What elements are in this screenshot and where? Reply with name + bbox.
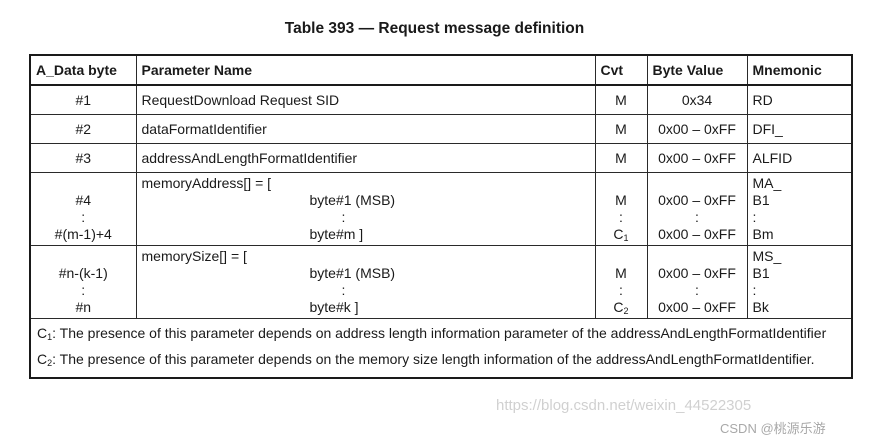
cell-cvt: M bbox=[594, 84, 648, 115]
mn-head: MS_ bbox=[752, 248, 782, 264]
byte-first: #4 bbox=[75, 192, 92, 208]
byte-dots: : bbox=[81, 209, 86, 225]
byte-first: #n-(k-1) bbox=[58, 265, 108, 281]
mn-head: MA_ bbox=[752, 175, 782, 191]
name-dots: : bbox=[341, 209, 346, 225]
note-c1: C1: The presence of this parameter depen… bbox=[37, 325, 827, 342]
cell-name: memorySize[] = [ byte#1 (MSB) : byte#k ] bbox=[135, 245, 596, 319]
notes-cell: C1: The presence of this parameter depen… bbox=[29, 318, 853, 379]
cell-value: 0x00 – 0xFF : 0x00 – 0xFF bbox=[646, 172, 748, 246]
name-dots: : bbox=[341, 282, 346, 298]
request-message-table: A_Data byte Parameter Name Cvt Byte Valu… bbox=[29, 54, 853, 379]
byte-dots: : bbox=[81, 282, 86, 298]
cell-value: 0x00 – 0xFF bbox=[646, 143, 748, 173]
cell-mnemonic: ALFID bbox=[746, 143, 853, 173]
value-first: 0x00 – 0xFF bbox=[658, 192, 736, 208]
value-last: 0x00 – 0xFF bbox=[658, 226, 736, 242]
cell-cvt: M : C1 bbox=[594, 172, 648, 246]
cell-name: dataFormatIdentifier bbox=[135, 114, 596, 144]
mn-first: B1 bbox=[752, 192, 770, 208]
table-row-memory-size: #n-(k-1) : #n memorySize[] = [ byte#1 (M… bbox=[29, 245, 853, 319]
value-dots: : bbox=[695, 282, 699, 298]
note-c2: C2: The presence of this parameter depen… bbox=[37, 351, 815, 368]
name-first: byte#1 (MSB) bbox=[309, 192, 396, 208]
notes-row: C1: The presence of this parameter depen… bbox=[29, 318, 853, 379]
header-a-data-byte: A_Data byte bbox=[29, 54, 137, 86]
header-mnemonic: Mnemonic bbox=[746, 54, 853, 86]
cell-cvt: M : C2 bbox=[594, 245, 648, 319]
cell-mnemonic: MS_ B1 : Bk bbox=[746, 245, 853, 319]
mn-dots: : bbox=[752, 209, 757, 225]
cell-cvt: M bbox=[594, 114, 648, 144]
cell-byte: #n-(k-1) : #n bbox=[29, 245, 137, 319]
watermark-brand: CSDN @桃源乐游 bbox=[720, 421, 826, 436]
table-caption: Table 393 — Request message definition bbox=[284, 20, 585, 37]
name-head: memorySize[] = [ bbox=[141, 248, 247, 264]
mn-first: B1 bbox=[752, 265, 770, 281]
name-first: byte#1 (MSB) bbox=[309, 265, 396, 281]
mn-dots: : bbox=[752, 282, 757, 298]
header-byte-value: Byte Value bbox=[646, 54, 748, 86]
table-row: #1 RequestDownload Request SID M 0x34 RD bbox=[29, 84, 853, 115]
name-last: byte#k ] bbox=[309, 299, 359, 315]
byte-last: #(m-1)+4 bbox=[54, 226, 112, 242]
value-first: 0x00 – 0xFF bbox=[658, 265, 736, 281]
table-row: #2 dataFormatIdentifier M 0x00 – 0xFF DF… bbox=[29, 114, 853, 144]
byte-last: #n bbox=[75, 299, 92, 315]
cell-value: 0x34 bbox=[646, 84, 748, 115]
cell-byte: #4 : #(m-1)+4 bbox=[29, 172, 137, 246]
cvt-last: C2 bbox=[613, 299, 629, 316]
cell-byte: #1 bbox=[29, 84, 137, 115]
cell-mnemonic: MA_ B1 : Bm bbox=[746, 172, 853, 246]
name-head: memoryAddress[] = [ bbox=[141, 175, 272, 191]
header-parameter-name: Parameter Name bbox=[135, 54, 596, 86]
header-row: A_Data byte Parameter Name Cvt Byte Valu… bbox=[29, 54, 853, 86]
table-row-memory-address: #4 : #(m-1)+4 memoryAddress[] = [ byte#1… bbox=[29, 172, 853, 246]
cell-value: 0x00 – 0xFF bbox=[646, 114, 748, 144]
table-row: #3 addressAndLengthFormatIdentifier M 0x… bbox=[29, 143, 853, 173]
mn-last: Bk bbox=[752, 299, 769, 315]
cvt-dots: : bbox=[619, 282, 623, 298]
cell-cvt: M bbox=[594, 143, 648, 173]
cell-name: memoryAddress[] = [ byte#1 (MSB) : byte#… bbox=[135, 172, 596, 246]
cell-byte: #3 bbox=[29, 143, 137, 173]
name-last: byte#m ] bbox=[309, 226, 364, 242]
watermark-url: https://blog.csdn.net/weixin_44522305 bbox=[496, 397, 752, 414]
cell-mnemonic: RD bbox=[746, 84, 853, 115]
cvt-last: C1 bbox=[613, 226, 629, 243]
cell-name: RequestDownload Request SID bbox=[135, 84, 596, 115]
value-dots: : bbox=[695, 209, 699, 225]
cell-name: addressAndLengthFormatIdentifier bbox=[135, 143, 596, 173]
cell-byte: #2 bbox=[29, 114, 137, 144]
mn-last: Bm bbox=[752, 226, 774, 242]
value-last: 0x00 – 0xFF bbox=[658, 299, 736, 315]
cell-mnemonic: DFI_ bbox=[746, 114, 853, 144]
header-cvt: Cvt bbox=[594, 54, 648, 86]
cvt-first: M bbox=[615, 265, 627, 281]
cell-value: 0x00 – 0xFF : 0x00 – 0xFF bbox=[646, 245, 748, 319]
cvt-first: M bbox=[615, 192, 627, 208]
cvt-dots: : bbox=[619, 209, 623, 225]
